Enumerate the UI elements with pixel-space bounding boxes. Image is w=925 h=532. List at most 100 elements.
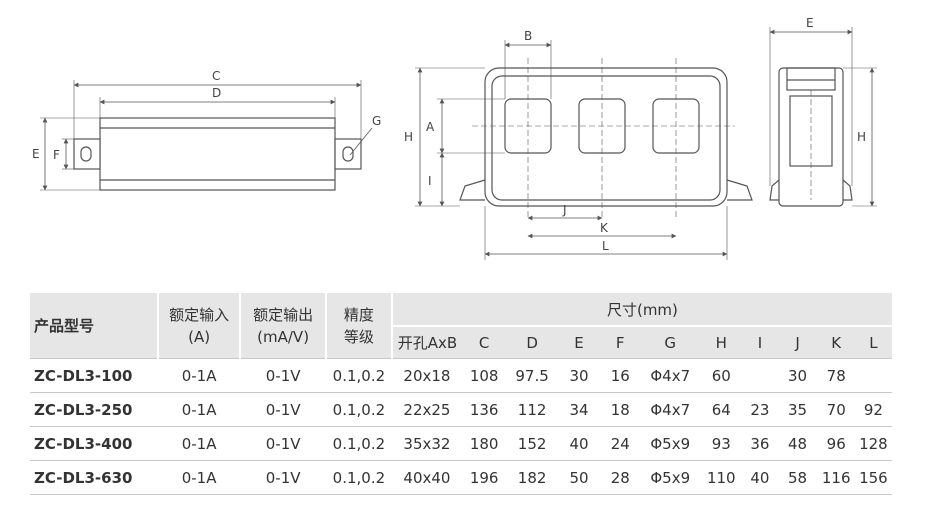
header-model: 产品型号 <box>30 293 159 359</box>
table-cell: 0.1,0.2 <box>325 392 392 427</box>
table-cell: 0-1A <box>157 460 241 495</box>
table-cell: 40 <box>742 460 778 495</box>
table-cell: 93 <box>700 426 743 461</box>
table-cell: 182 <box>506 460 558 495</box>
header-size-col: 开孔AxB <box>391 326 462 359</box>
label-i: I <box>428 174 432 188</box>
label-d: D <box>212 86 221 100</box>
model-cell: ZC-DL3-400 <box>30 426 158 461</box>
header-size-col: G <box>640 326 701 359</box>
table-cell: Φ5x9 <box>640 426 701 461</box>
table-cell: 0.1,0.2 <box>325 426 392 461</box>
table-cell: 30 <box>557 358 601 393</box>
front-view <box>415 40 753 260</box>
table-cell: 0-1A <box>157 358 241 393</box>
table-cell: 136 <box>462 392 507 427</box>
table-cell: 40 <box>557 426 601 461</box>
table-cell <box>854 358 892 393</box>
header-rated-output-line2: (mA/V) <box>257 327 310 346</box>
table-cell: 0-1V <box>240 460 326 495</box>
table-cell: 35x32 <box>391 426 462 461</box>
table-cell: 112 <box>506 392 558 427</box>
table-cell: 16 <box>600 358 641 393</box>
table-cell: 20x18 <box>391 358 462 393</box>
table-cell: 64 <box>700 392 743 427</box>
label-h-front: H <box>404 130 413 144</box>
header-size-col: D <box>506 326 558 359</box>
table-cell: 156 <box>854 460 892 495</box>
table-cell: 50 <box>557 460 601 495</box>
label-g: G <box>372 114 381 128</box>
table-cell: 196 <box>462 460 507 495</box>
table-cell: 96 <box>817 426 855 461</box>
table-cell: 0-1V <box>240 392 326 427</box>
header-size-col: E <box>557 326 601 359</box>
dimension-drawing: C D E F G B A <box>32 16 877 260</box>
table-cell: 116 <box>817 460 855 495</box>
label-a: A <box>426 120 435 134</box>
table-cell: 30 <box>777 358 818 393</box>
table-cell: 0.1,0.2 <box>325 460 392 495</box>
label-c: C <box>212 69 220 83</box>
label-k: K <box>600 221 609 235</box>
table-cell: 35 <box>777 392 818 427</box>
model-cell: ZC-DL3-250 <box>30 392 158 427</box>
table-cell: 60 <box>700 358 743 393</box>
table-cell: 28 <box>600 460 641 495</box>
table-cell: 24 <box>600 426 641 461</box>
header-accuracy-line1: 精度 <box>343 305 374 324</box>
table-cell: 40x40 <box>391 460 462 495</box>
table-cell: 70 <box>817 392 855 427</box>
label-l: L <box>602 239 609 253</box>
header-size-col: J <box>777 326 818 359</box>
header-accuracy: 精度 等级 <box>325 293 393 359</box>
header-rated-input-line2: (A) <box>188 327 211 346</box>
table-cell: 0-1V <box>240 426 326 461</box>
table-cell: 48 <box>777 426 818 461</box>
table-cell: 18 <box>600 392 641 427</box>
header-size-col: C <box>462 326 507 359</box>
table-cell: Φ4x7 <box>640 358 701 393</box>
table-cell: 128 <box>854 426 892 461</box>
model-cell: ZC-DL3-100 <box>30 358 158 393</box>
header-size-col: K <box>817 326 855 359</box>
side-view <box>40 80 373 191</box>
table-cell: 58 <box>777 460 818 495</box>
table-cell: 97.5 <box>506 358 558 393</box>
table-cell: Φ4x7 <box>640 392 701 427</box>
header-size-col: F <box>600 326 641 359</box>
header-rated-input: 额定输入 (A) <box>157 293 242 359</box>
header-accuracy-line2: 等级 <box>343 327 374 346</box>
end-view <box>769 27 877 207</box>
header-rated-output: 额定输出 (mA/V) <box>240 293 327 359</box>
table-cell: 152 <box>506 426 558 461</box>
table-cell: 108 <box>462 358 507 393</box>
table-cell: 0-1V <box>240 358 326 393</box>
table-cell: 36 <box>742 426 778 461</box>
header-size-col: I <box>742 326 778 359</box>
table-cell: 180 <box>462 426 507 461</box>
label-e-end: E <box>806 16 814 30</box>
table-cell: 0-1A <box>157 426 241 461</box>
header-size: 尺寸(mm) <box>391 293 892 327</box>
label-f: F <box>53 148 60 162</box>
header-rated-input-line1: 额定输入 <box>169 305 230 324</box>
table-cell: 22x25 <box>391 392 462 427</box>
table-cell: 110 <box>700 460 743 495</box>
label-j: J <box>562 203 567 217</box>
table-cell: 23 <box>742 392 778 427</box>
label-e-side: E <box>32 147 40 161</box>
header-size-col: L <box>854 326 892 359</box>
table-cell: 92 <box>854 392 892 427</box>
table-cell: 0.1,0.2 <box>325 358 392 393</box>
table-cell: Φ5x9 <box>640 460 701 495</box>
label-b: B <box>524 29 532 43</box>
header-rated-output-line1: 额定输出 <box>253 305 314 324</box>
table-cell <box>742 358 778 393</box>
table-cell: 34 <box>557 392 601 427</box>
spec-table: 产品型号 额定输入 (A) 额定输出 (mA/V) 精度 等级 尺寸(mm) 开… <box>30 293 892 495</box>
